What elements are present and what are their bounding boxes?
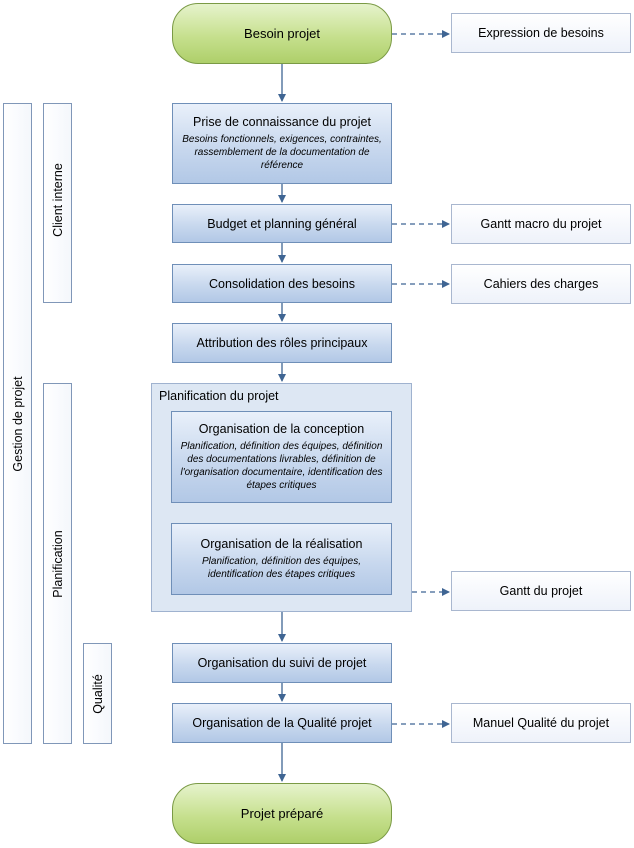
output-gantt-du-projet: Gantt du projet [451, 571, 631, 611]
step-organisation-realisation: Organisation de la réalisation Planifica… [171, 523, 392, 595]
step-qualite-title: Organisation de la Qualité projet [192, 716, 372, 730]
step-conception-title: Organisation de la conception [198, 422, 365, 436]
output-cahiers-label: Cahiers des charges [483, 277, 599, 291]
output-expression-label: Expression de besoins [478, 26, 604, 40]
step-attribution-title: Attribution des rôles principaux [196, 336, 368, 350]
output-gantt-macro: Gantt macro du projet [451, 204, 631, 244]
step-budget-title: Budget et planning général [207, 216, 357, 231]
end-terminal-label: Projet préparé [240, 806, 324, 821]
step-realisation-title: Organisation de la réalisation [200, 537, 363, 551]
lane-client-interne: Client interne [43, 103, 72, 303]
start-terminal-label: Besoin projet [244, 26, 320, 41]
output-gantt-label: Gantt du projet [499, 584, 583, 598]
lane-qualite: Qualité [83, 643, 112, 744]
output-manuel-label: Manuel Qualité du projet [472, 716, 610, 730]
step-organisation-suivi: Organisation du suivi de projet [172, 643, 392, 683]
output-cahiers-des-charges: Cahiers des charges [451, 264, 631, 304]
output-expression-de-besoins: Expression de besoins [451, 13, 631, 53]
start-terminal: Besoin projet [172, 3, 392, 64]
step-prise-title: Prise de connaissance du projet [193, 115, 371, 129]
lane-planification: Planification [43, 383, 72, 744]
end-terminal: Projet préparé [172, 783, 392, 844]
step-budget-planning: Budget et planning général [172, 204, 392, 243]
step-suivi-title: Organisation du suivi de projet [197, 656, 367, 670]
step-realisation-detail: Planification, définition des équipes, i… [202, 556, 361, 580]
step-attribution-roles: Attribution des rôles principaux [172, 323, 392, 363]
step-consolidation: Consolidation des besoins [172, 264, 392, 303]
step-organisation-conception: Organisation de la conception Planificat… [171, 411, 392, 503]
output-gantt-macro-label: Gantt macro du projet [480, 217, 602, 231]
step-consolidation-title: Consolidation des besoins [209, 276, 355, 291]
step-conception-detail: Planification, définition des équipes, d… [180, 441, 383, 491]
output-manuel-qualite: Manuel Qualité du projet [451, 703, 631, 743]
planification-group-title: Planification du projet [159, 389, 279, 403]
step-prise-de-connaissance: Prise de connaissance du projet Besoins … [172, 103, 392, 184]
step-organisation-qualite: Organisation de la Qualité projet [172, 703, 392, 743]
step-prise-detail: Besoins fonctionnels, exigences, contrai… [182, 134, 382, 171]
lane-gestion-de-projet: Gestion de projet [3, 103, 32, 744]
